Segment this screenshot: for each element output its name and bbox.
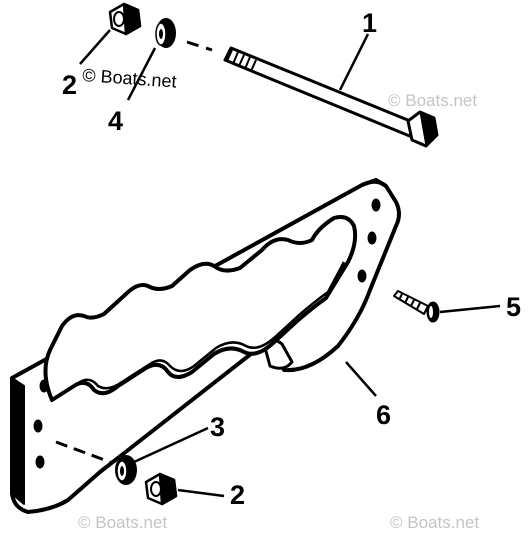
hex-nut-top bbox=[108, 2, 142, 36]
screw bbox=[393, 290, 440, 323]
callout-4: 4 bbox=[108, 106, 123, 136]
leader-4 bbox=[126, 47, 157, 101]
watermark-bottom-right: © Boats.net bbox=[390, 513, 479, 532]
watermark-top-left: © Boats.net bbox=[82, 65, 177, 92]
callout-1: 1 bbox=[362, 8, 377, 38]
washer-bottom bbox=[115, 455, 137, 485]
callout-3: 3 bbox=[210, 412, 225, 442]
callout-2-top: 2 bbox=[62, 70, 77, 100]
callout-2-bottom: 2 bbox=[230, 480, 245, 510]
callout-6: 6 bbox=[376, 400, 391, 430]
leader-6 bbox=[345, 361, 377, 397]
leader-5 bbox=[439, 304, 501, 314]
leader-1 bbox=[338, 33, 370, 91]
leader-lines bbox=[79, 29, 501, 498]
assembly-line-top bbox=[186, 40, 213, 52]
watermark-top-right: © Boats.net bbox=[388, 91, 477, 110]
bolt bbox=[223, 46, 439, 148]
hex-nut-bottom bbox=[144, 472, 178, 506]
leader-2-bottom bbox=[177, 488, 225, 498]
watermark-bottom-mid: © Boats.net bbox=[78, 513, 167, 532]
washer-top bbox=[155, 18, 176, 48]
leader-3 bbox=[133, 426, 209, 464]
bracket-plate bbox=[10, 178, 401, 514]
assembly-line-bottom bbox=[55, 440, 111, 464]
callout-5: 5 bbox=[506, 292, 521, 322]
leader-2-top bbox=[79, 29, 111, 65]
